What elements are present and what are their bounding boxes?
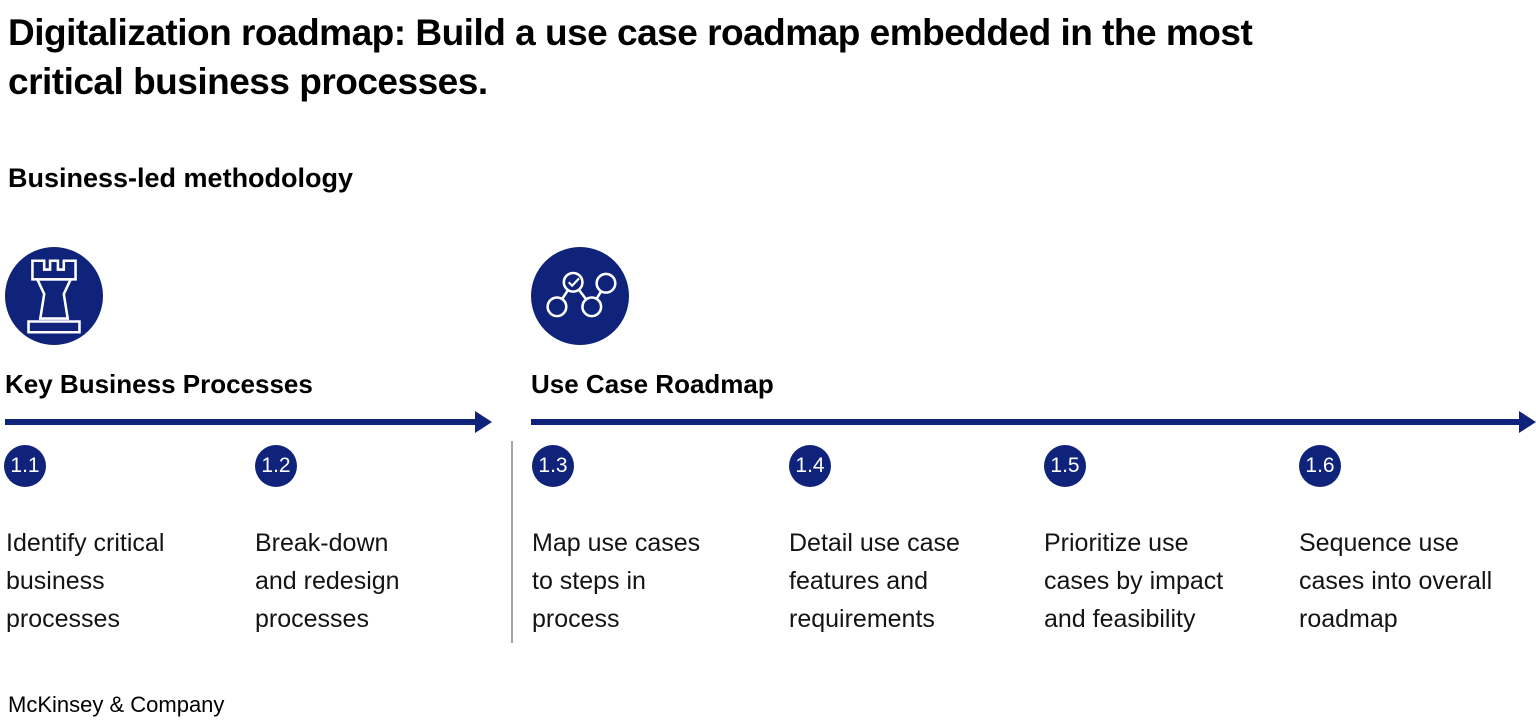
arrow-head-icon <box>475 411 492 433</box>
methodology-subtitle: Business-led methodology <box>8 163 354 193</box>
mckinsey-logo: McKinsey & Company <box>8 692 225 717</box>
phase-arrow-use-case-roadmap <box>531 411 1536 433</box>
chess-rook-icon <box>5 247 103 345</box>
step-badge-1-3: 1.3 <box>532 445 574 487</box>
page-title: Digitalization roadmap: Build a use case… <box>8 12 1253 102</box>
step-description-1-3: Map use cases to steps in process <box>532 529 701 633</box>
step-description-1-1: Identify critical business processes <box>6 529 165 633</box>
step-badge-1-1: 1.1 <box>4 445 46 487</box>
phase-divider-line <box>511 441 513 643</box>
phase-label-use-case-roadmap: Use Case Roadmap <box>531 369 774 399</box>
step-badge-1-4: 1.4 <box>789 445 831 487</box>
step-description-1-6: Sequence use cases into overall roadmap <box>1299 529 1493 633</box>
step-badge-1-2: 1.2 <box>255 445 297 487</box>
step-description-1-2: Break-down and redesign processes <box>255 529 400 633</box>
phase-label-key-business-processes: Key Business Processes <box>5 369 313 399</box>
arrow-line <box>5 419 480 425</box>
step-description-1-5: Prioritize use cases by impact and feasi… <box>1044 529 1224 633</box>
phase-arrow-key-business-processes <box>5 411 492 433</box>
step-description-1-4: Detail use case features and requirement… <box>789 529 960 633</box>
step-badge-1-5: 1.5 <box>1044 445 1086 487</box>
arrow-head-icon <box>1519 411 1536 433</box>
linked-nodes-check-icon <box>531 247 629 345</box>
arrow-line <box>531 419 1524 425</box>
step-badge-1-6: 1.6 <box>1299 445 1341 487</box>
